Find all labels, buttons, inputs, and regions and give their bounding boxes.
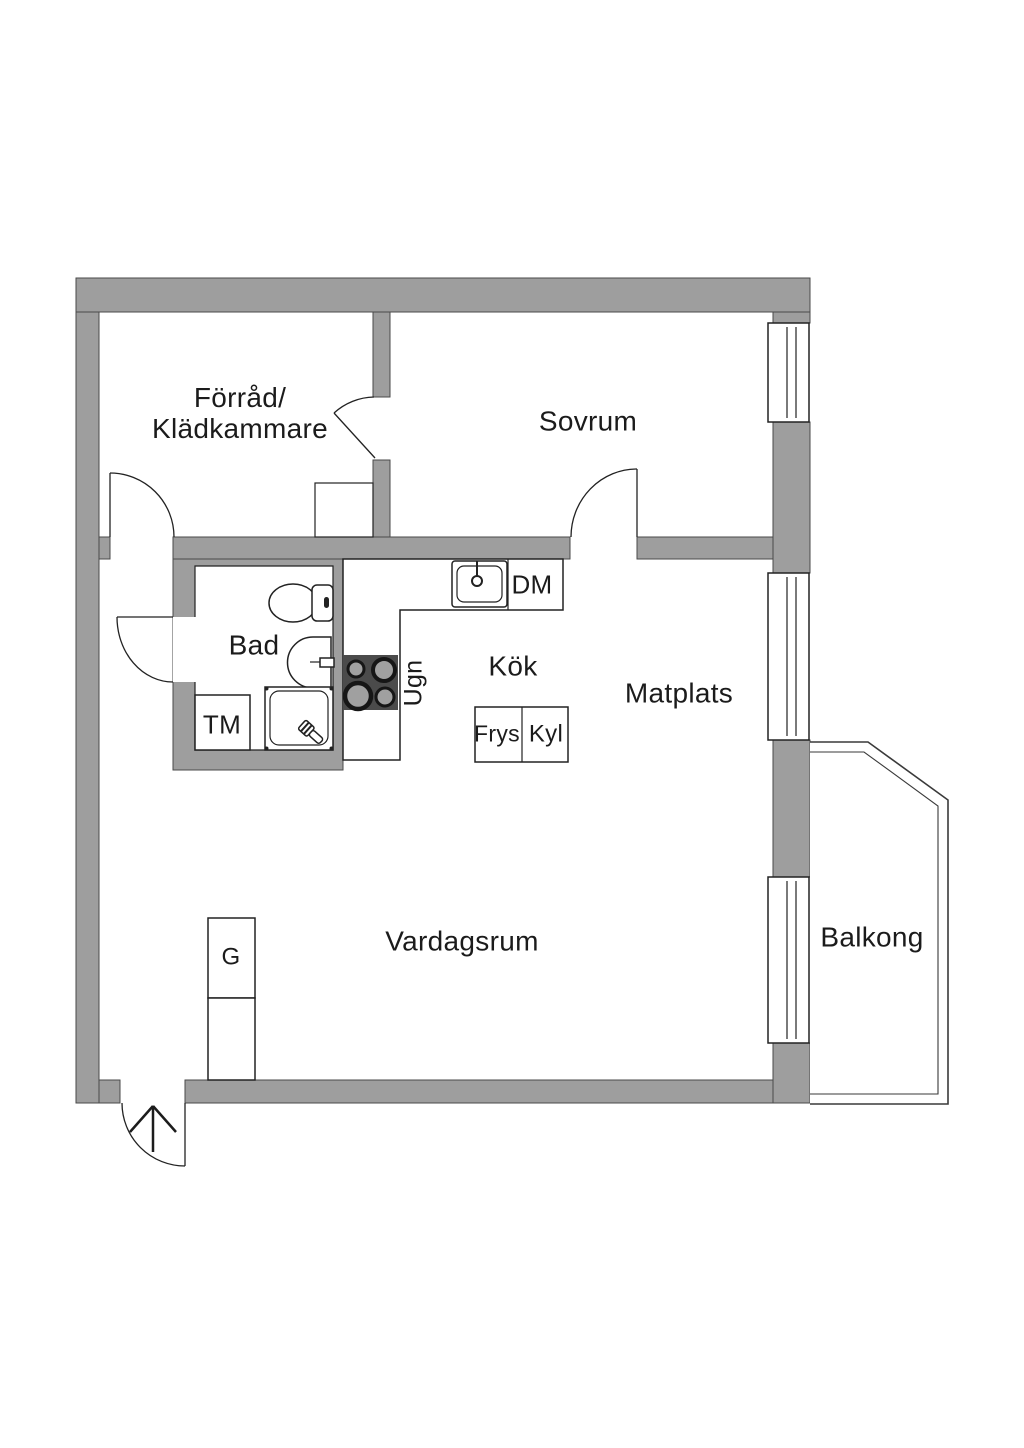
window-matplats (767, 572, 810, 741)
bathroom-door-opening (173, 617, 195, 682)
stove-icon (342, 655, 398, 712)
wall-band-main (172, 536, 571, 560)
label-wardrobe: G (221, 943, 241, 971)
wall-left (75, 311, 100, 1104)
room-label-kok: Kök (488, 650, 538, 682)
label-freezer: Frys (474, 720, 520, 747)
room-label-balkong: Balkong (820, 921, 924, 953)
room-label-bad: Bad (228, 629, 280, 661)
room-label-vardagsrum: Vardagsrum (385, 925, 539, 957)
entrance-arrow-icon (129, 1105, 177, 1152)
room-label-forrad: Förråd/ Klädkammare (152, 382, 328, 444)
fridge-freezer-box (474, 706, 569, 763)
wall-band-right (636, 536, 774, 560)
room-label-sovrum: Sovrum (538, 405, 638, 437)
kitchen-counter (342, 558, 564, 761)
wall-top (75, 277, 811, 313)
shaft-box (314, 482, 374, 538)
toilet-icon (268, 583, 334, 623)
bathroom-interior (194, 565, 335, 751)
balcony-outline (810, 741, 949, 1105)
forrad-line1: Förråd/ (193, 382, 287, 413)
label-dishwasher: DM (511, 569, 553, 600)
label-washing-machine: TM (202, 709, 242, 740)
sink-icon (451, 560, 508, 608)
window-sovrum (767, 322, 810, 423)
washing-machine-box (194, 694, 251, 751)
label-oven: Ugn (399, 659, 428, 707)
wall-bottom-main (184, 1079, 811, 1104)
door-forrad-sovrum (333, 396, 376, 459)
wall-right-seg3 (772, 739, 811, 878)
door-bathroom (116, 616, 174, 683)
door-entrance (121, 1102, 186, 1167)
wall-right-seg1 (772, 311, 811, 324)
shower-icon (264, 686, 334, 751)
wall-divider-forrad-sovrum-upper (372, 311, 391, 398)
wardrobe-box (207, 917, 256, 1081)
wall-divider-forrad-sovrum-lower (372, 459, 391, 538)
wall-bottom-left-stub (98, 1079, 121, 1104)
label-fridge: Kyl (528, 720, 564, 748)
wall-right-seg4 (772, 1042, 811, 1104)
door-sovrum (570, 468, 638, 538)
washbasin-icon (286, 636, 335, 689)
wall-band-left-stub (98, 536, 111, 560)
wall-right-seg2 (772, 421, 811, 574)
door-forrad (109, 472, 175, 538)
window-vardagsrum-balcony (767, 876, 810, 1044)
forrad-line2: Klädkammare (151, 413, 329, 444)
room-label-matplats: Matplats (624, 677, 734, 709)
